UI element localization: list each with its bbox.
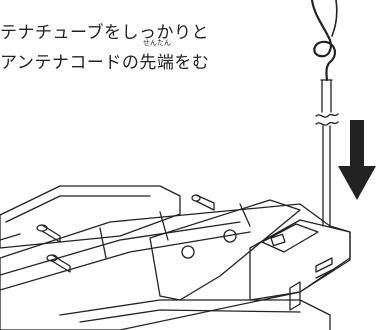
antenna-device-body (0, 185, 351, 330)
down-arrow-icon (338, 120, 376, 200)
antenna-tube (315, 79, 339, 227)
instruction-line-2-after: をむ (174, 53, 210, 73)
ruby-reading: せんたん (142, 39, 171, 47)
instruction-line-1: テナチューブをしっかりと (0, 23, 209, 43)
instruction-line-2: アンテナコードのせんたん先端をむ (0, 39, 210, 78)
ruby-base: 先端 (139, 53, 175, 73)
ruby-sentan: せんたん先端 (139, 39, 175, 78)
antenna-cord (310, 0, 338, 82)
instruction-line-2-before: アンテナコードの (0, 53, 140, 73)
instruction-text: テナチューブをしっかりと アンテナコードのせんたん先端をむ (0, 18, 209, 78)
